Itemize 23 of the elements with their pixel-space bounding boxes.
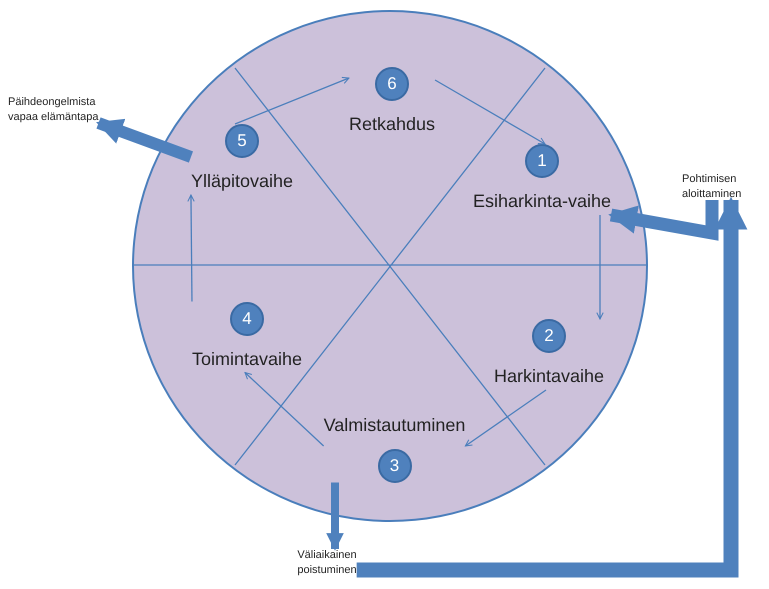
number-badge: 1 [525, 144, 559, 178]
number-badge: 5 [225, 124, 259, 158]
arrow [187, 194, 195, 302]
stage-name: Toimintavaihe [192, 348, 302, 370]
arrow [234, 76, 350, 125]
arrow [244, 372, 324, 446]
arrow [596, 215, 604, 320]
arrow [434, 79, 546, 145]
stage-name: Valmistautuminen [324, 414, 466, 436]
stage-name: Harkintavaihe [494, 365, 604, 388]
number-badge: 4 [230, 302, 264, 336]
number-badge: 6 [375, 66, 409, 100]
outcome-label: Pohtimisen aloittaminen [682, 172, 767, 232]
number-badge: 3 [378, 448, 412, 482]
number-badge: 2 [532, 319, 566, 353]
block-arrow [608, 200, 718, 241]
block-arrow [356, 196, 748, 578]
outcome-label: Väliaikainen poistuminen [276, 548, 378, 586]
outcome-label: Päihdeongelmista vapaa elämäntapa [8, 95, 108, 157]
arrow [464, 389, 546, 447]
stage-name: Esiharkinta-vaihe [472, 190, 612, 213]
stage-name: Retkahdus [348, 112, 436, 136]
stage-name: Ylläpitovaihe [190, 170, 294, 193]
